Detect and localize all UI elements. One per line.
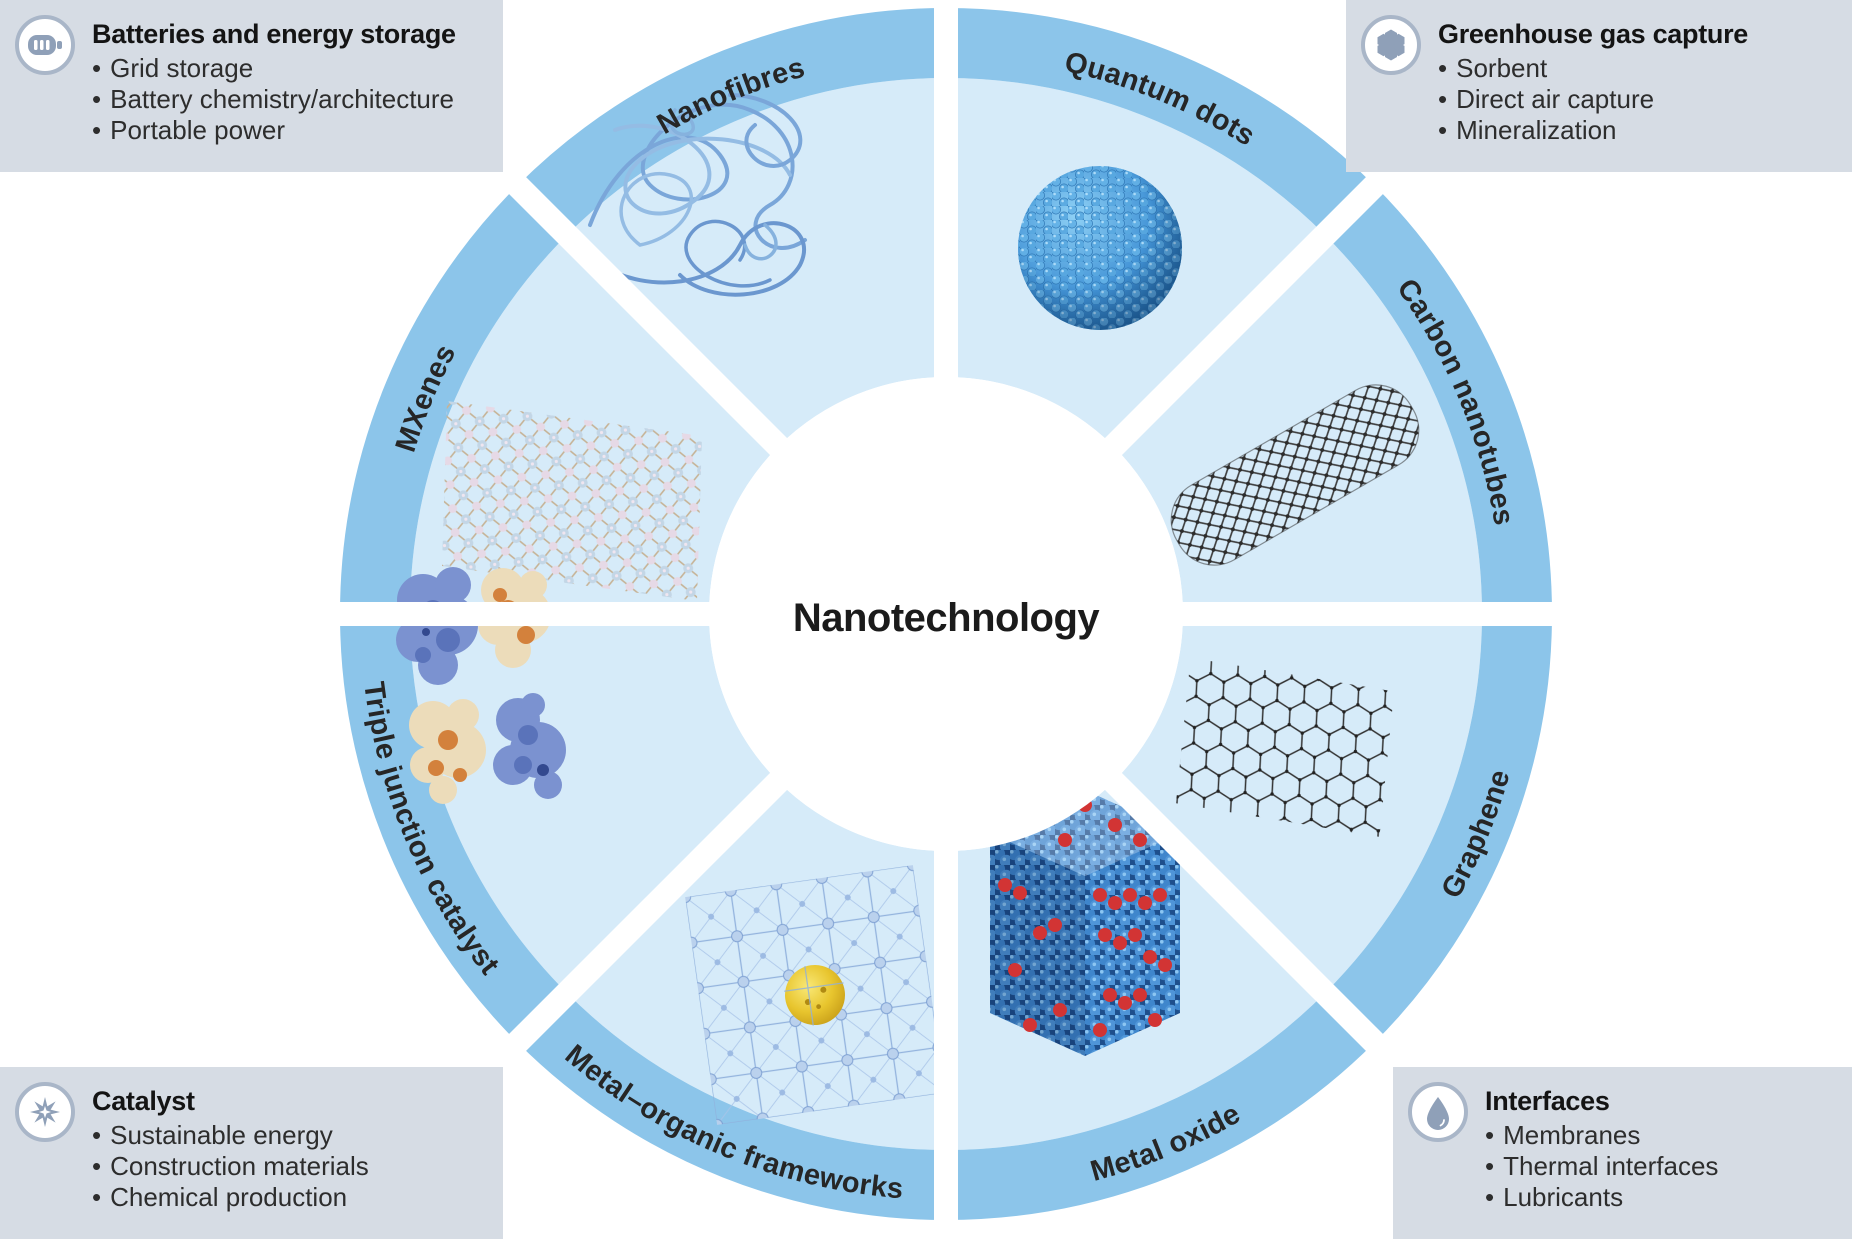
list-item: Thermal interfaces — [1485, 1151, 1844, 1182]
carbon-nanotube-illustration — [1170, 384, 1420, 566]
wheel-centre-hole — [709, 377, 1183, 851]
metal-organic-frameworks-illustration — [685, 865, 945, 1125]
callout-batteries-list: Grid storage Battery chemistry/architect… — [92, 53, 495, 146]
list-item: Sustainable energy — [92, 1120, 495, 1151]
callout-interfaces-title: Interfaces — [1485, 1086, 1610, 1116]
callout-interfaces-list: Membranes Thermal interfaces Lubricants — [1485, 1120, 1844, 1213]
callout-batteries: Batteries and energy storage Grid storag… — [0, 0, 503, 172]
droplet-icon — [1407, 1081, 1469, 1143]
hexagon-cluster-icon — [1360, 14, 1422, 76]
list-item: Chemical production — [92, 1182, 495, 1213]
list-item: Grid storage — [92, 53, 495, 84]
quantum-dots-illustration — [1018, 166, 1182, 330]
callout-greenhouse-title: Greenhouse gas capture — [1438, 19, 1749, 49]
callout-catalyst: Catalyst Sustainable energy Construction… — [0, 1067, 503, 1239]
list-item: Mineralization — [1438, 115, 1844, 146]
callout-greenhouse-gas-capture: Greenhouse gas capture Sorbent Direct ai… — [1346, 0, 1852, 172]
callout-greenhouse-list: Sorbent Direct air capture Mineralizatio… — [1438, 53, 1844, 146]
callout-catalyst-title: Catalyst — [92, 1086, 195, 1116]
list-item: Battery chemistry/architecture — [92, 84, 495, 115]
callout-catalyst-list: Sustainable energy Construction material… — [92, 1120, 495, 1213]
list-item: Portable power — [92, 115, 495, 146]
list-item: Membranes — [1485, 1120, 1844, 1151]
graphene-illustration — [1175, 657, 1395, 837]
starburst-icon — [14, 1081, 76, 1143]
wheel-centre-title: Nanotechnology — [792, 596, 1100, 640]
list-item: Direct air capture — [1438, 84, 1844, 115]
battery-icon — [14, 14, 76, 76]
list-item: Lubricants — [1485, 1182, 1844, 1213]
callout-batteries-title: Batteries and energy storage — [92, 19, 456, 49]
list-item: Sorbent — [1438, 53, 1844, 84]
list-item: Construction materials — [92, 1151, 495, 1182]
nanofibres-illustration — [588, 93, 807, 297]
callout-interfaces: Interfaces Membranes Thermal interfaces … — [1393, 1067, 1852, 1239]
mxenes-illustration — [442, 401, 702, 601]
